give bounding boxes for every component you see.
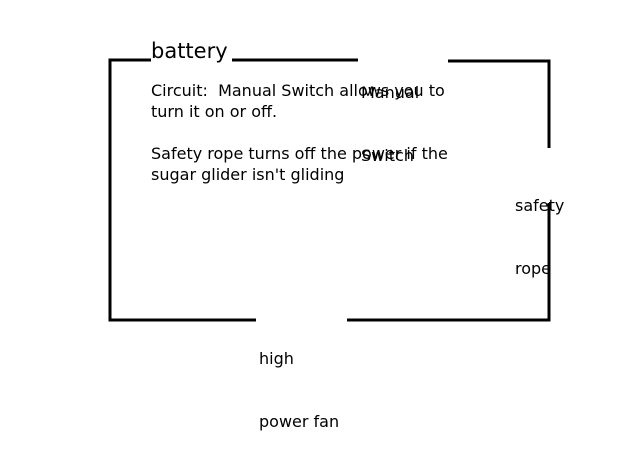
description-line: Safety rope turns off the power if the	[151, 144, 448, 163]
safety-rope-label-line2: rope	[515, 259, 552, 278]
description-line: Circuit: Manual Switch allows you to	[151, 81, 445, 100]
safety-rope-label-line1: safety	[515, 196, 565, 215]
wire-rope-to-fan	[347, 203, 551, 322]
manual-switch-label-line1: Manual	[361, 83, 420, 102]
high-power-fan-label: high power fan	[259, 306, 339, 453]
battery-label: battery	[151, 39, 228, 63]
circuit-description: Circuit: Manual Switch allows you to tur…	[151, 80, 491, 185]
wire-left-top	[108, 58, 256, 322]
manual-switch-label: Manual Switch	[361, 40, 419, 187]
circuit-diagram	[108, 58, 551, 322]
fan-label-line1: high	[259, 349, 294, 368]
fan-label-line2: power fan	[259, 412, 340, 431]
safety-rope-label: safety rope	[515, 153, 564, 300]
description-line: turn it on or off.	[151, 102, 278, 121]
manual-switch-label-line2: Switch	[361, 146, 414, 165]
description-spacer	[151, 122, 491, 143]
description-line: sugar glider isn't gliding	[151, 165, 345, 184]
wire-switch-to-rope	[448, 59, 551, 148]
